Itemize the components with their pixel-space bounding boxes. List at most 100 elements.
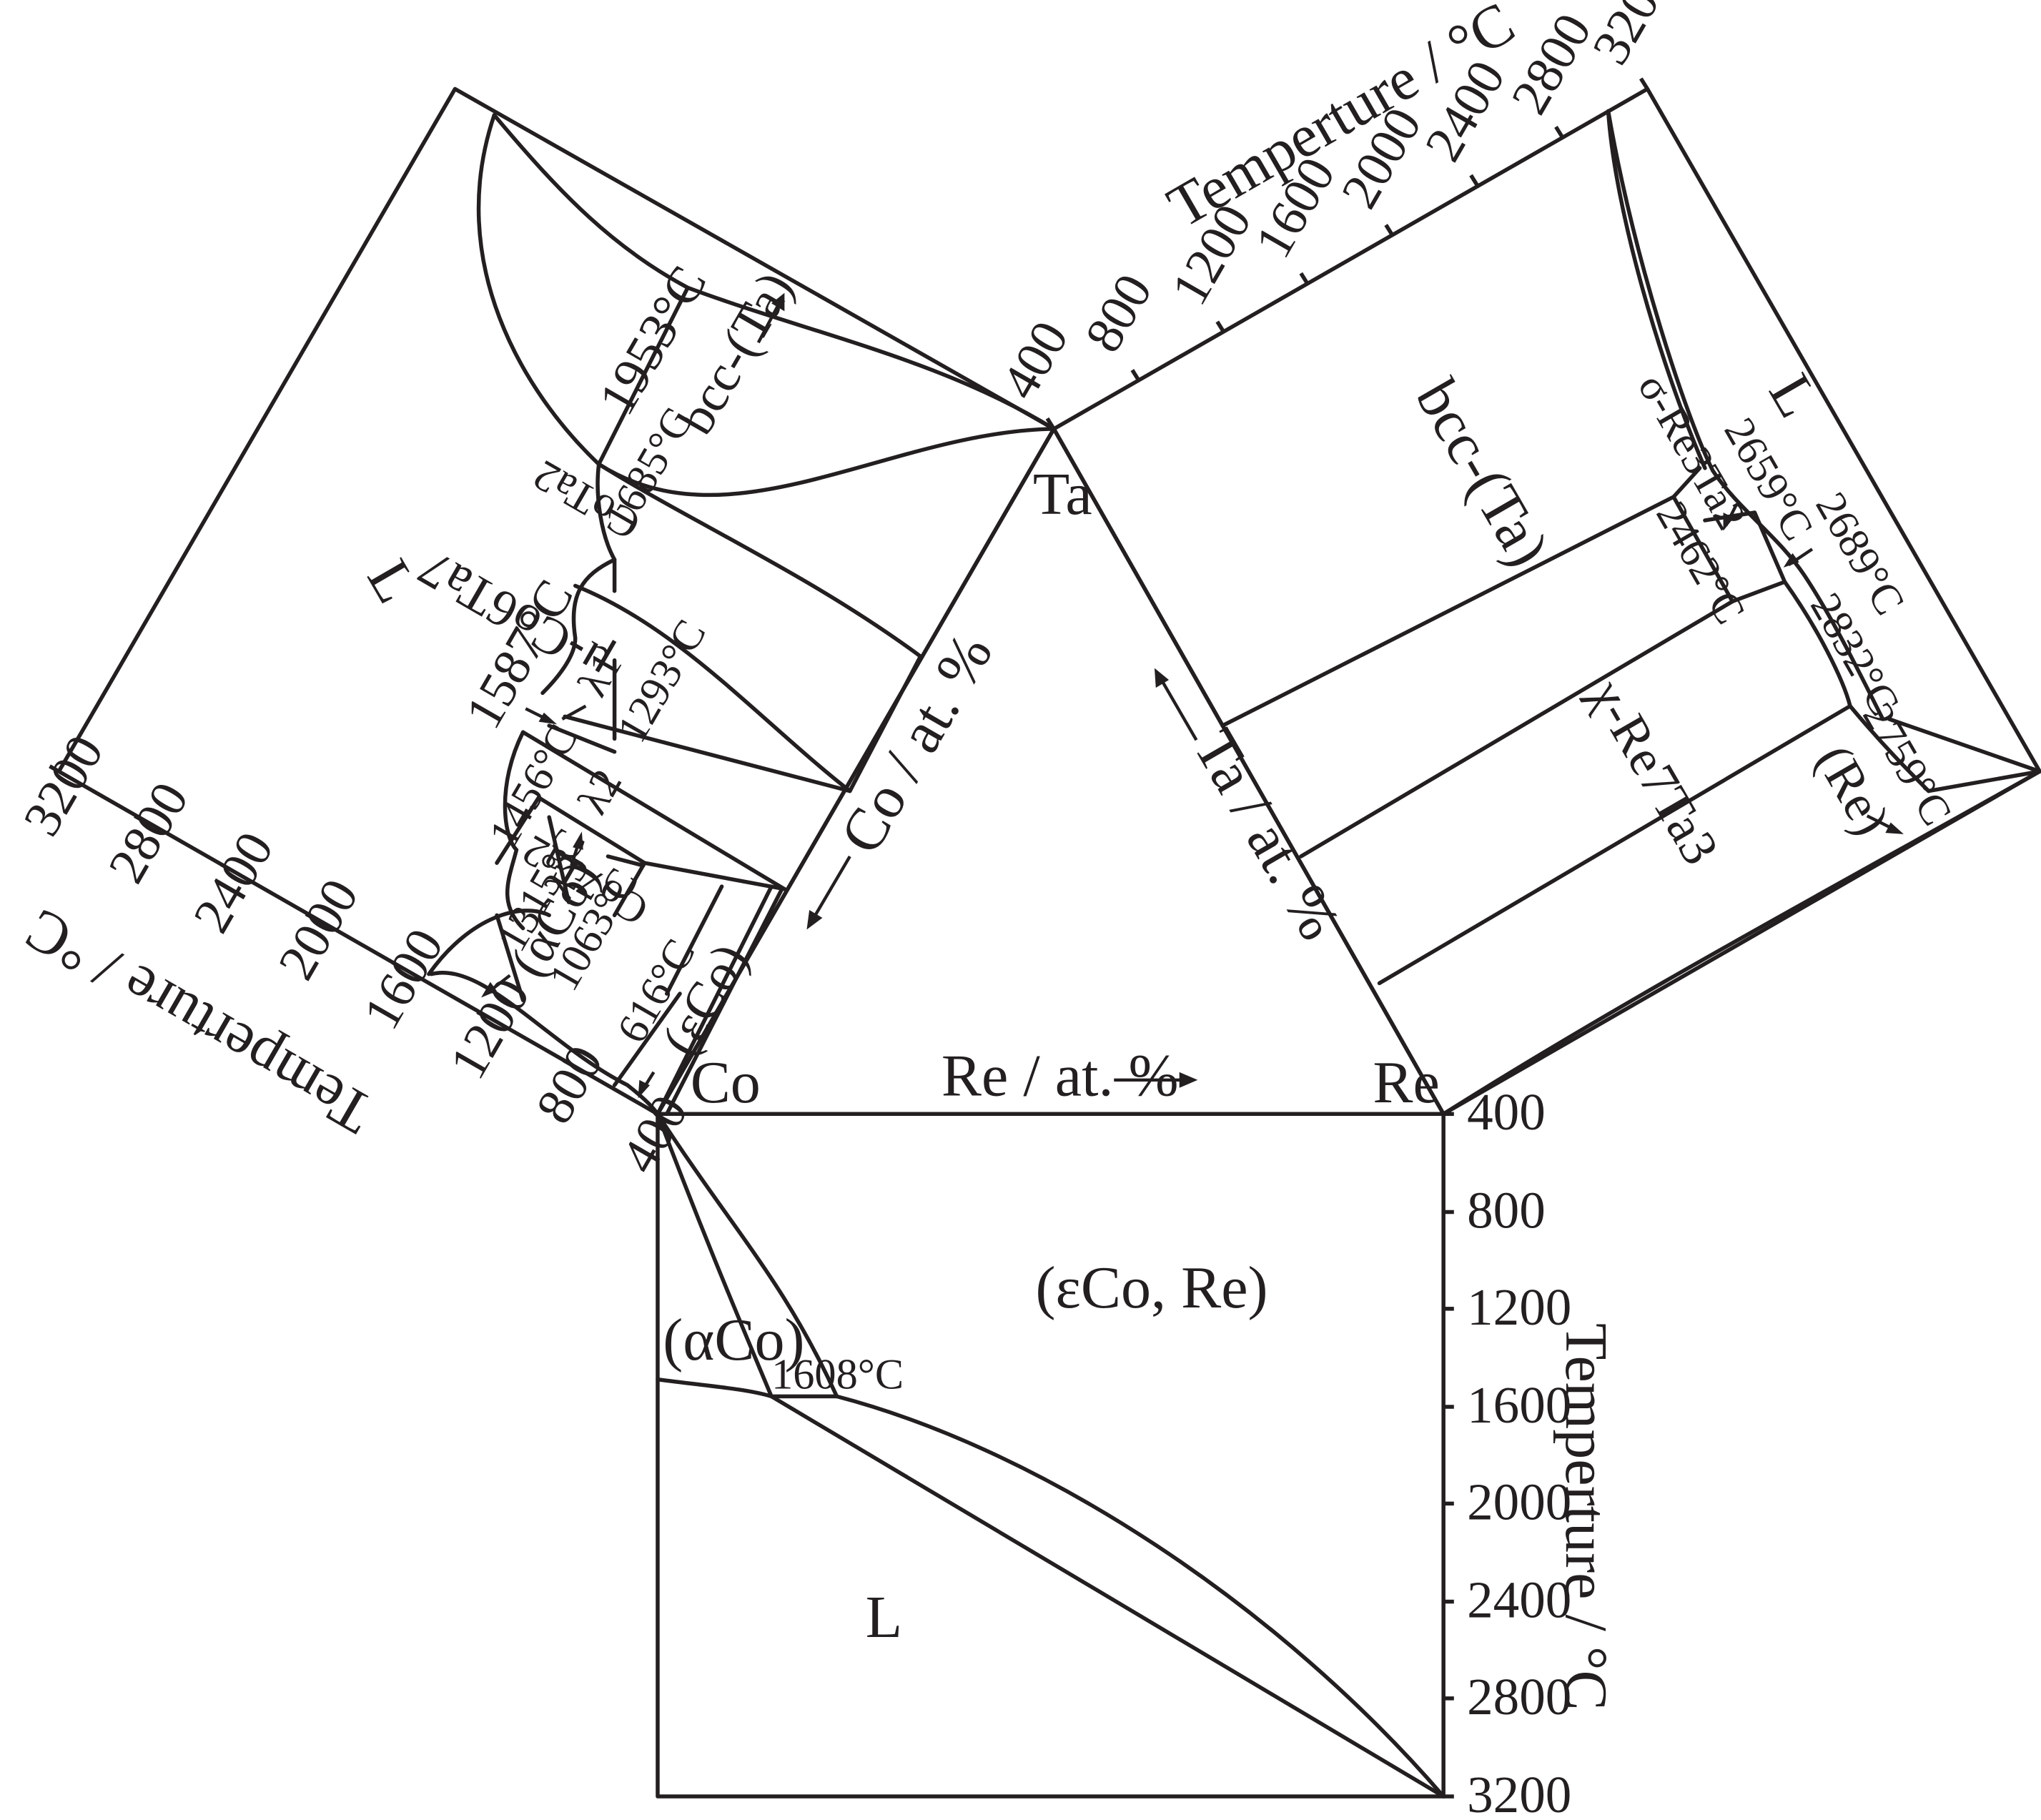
ta-re-phase-diagram xyxy=(1052,86,2041,1117)
bottom-eco-re-label: (εCo, Re) xyxy=(1036,1255,1268,1321)
lambda2-dome xyxy=(503,730,525,931)
lambda1-arrow xyxy=(561,704,587,721)
solidus-bcc-lower xyxy=(596,427,1056,498)
co-re-phase-diagram: (εCo, Re) (αCo) 1608°C L xyxy=(656,1112,1445,1799)
bottom-tick-3200: 3200 xyxy=(1467,1766,1571,1820)
arrows xyxy=(481,292,1904,1099)
lambda3-right xyxy=(606,854,646,868)
re-top xyxy=(1887,717,2041,773)
right-temperature-axis: 400 800 1200 1600 2000 2400 2800 3200 Te… xyxy=(990,0,1684,430)
right-liquid-label: L xyxy=(1756,363,1832,428)
chi-label: χ-Re7Ta3 xyxy=(1578,669,1730,874)
right-tick-400: 400 xyxy=(990,312,1079,409)
lambda1-bottom xyxy=(547,723,617,754)
co-ta-phase-diagram xyxy=(56,86,1056,1117)
co-at-label: Co / at. % xyxy=(828,623,1006,864)
t2659-arrowhead xyxy=(1723,512,1734,531)
re-lower xyxy=(1441,769,2041,1117)
lambda2-label: λ2 xyxy=(568,761,631,822)
right-tick-800: 800 xyxy=(1074,264,1163,362)
re-solvus xyxy=(1926,769,2041,793)
mu-upper xyxy=(573,583,852,793)
bottom-tick-2400: 2400 xyxy=(1467,1571,1571,1628)
ta-axis-arrow xyxy=(1157,673,1198,741)
lambda2-lower xyxy=(536,795,647,865)
left-1293-label: 1293°C xyxy=(608,612,716,751)
bottom-liquid-label: L xyxy=(866,1584,902,1651)
chi-bottom xyxy=(1377,703,1852,986)
lambda2-left xyxy=(495,795,541,865)
lambda1-top xyxy=(563,714,852,793)
ta-re-labels: bcc-(Ta) L σ-Re3Ta2 2659°C 2462°C 2689°C… xyxy=(1403,363,1960,874)
bottom-tick-1200: 1200 xyxy=(1467,1278,1571,1336)
ta-at-label: Ta / at. % xyxy=(1181,719,1353,951)
aco-lower xyxy=(429,971,660,1117)
line-2689 xyxy=(1752,510,1787,584)
bottom-tick-800: 800 xyxy=(1467,1181,1546,1239)
sigma-chi-top xyxy=(1299,599,1735,859)
eco-boundary xyxy=(656,884,774,1117)
right-solidus xyxy=(1606,109,1707,470)
aco-arrowhead xyxy=(481,981,498,998)
right-solidus-b xyxy=(1671,466,1702,499)
liquidus-left xyxy=(476,113,601,467)
eco-boundary-2 xyxy=(665,886,784,1117)
ternary-labels: Ta Co Re Co / at. % Ta / at. % Re / at. … xyxy=(691,461,1440,1116)
bottom-temperature-axis: 400 800 1200 1600 2000 2400 2800 3200 Te… xyxy=(1443,1083,1619,1820)
co-axis-arrowhead xyxy=(806,910,823,930)
left-tick-800: 800 xyxy=(525,1036,614,1133)
co7ta2-top xyxy=(642,861,787,891)
lambda2-top xyxy=(520,730,787,891)
line-1953 xyxy=(596,285,690,467)
line-616 xyxy=(612,991,682,1087)
right-bcc-label: bcc-(Ta) xyxy=(1403,368,1561,577)
t2689-arrowhead xyxy=(1783,553,1799,568)
lambda3-left xyxy=(547,815,571,904)
bottom-aco-boundary xyxy=(656,1377,774,1399)
left-tick-2800: 2800 xyxy=(97,773,199,892)
right-tick-2800: 2800 xyxy=(1500,4,1602,123)
bottom-tick-2000: 2000 xyxy=(1467,1473,1571,1530)
ta-axis-arrowhead xyxy=(1154,668,1170,688)
corner-co: Co xyxy=(691,1049,761,1116)
corner-ta: Ta xyxy=(1033,461,1092,528)
bcc-arrowhead xyxy=(771,292,785,312)
bottom-axis-title: Temperture / °C xyxy=(1553,1323,1619,1711)
left-tick-2000: 2000 xyxy=(267,869,370,989)
left-tick-1600: 1600 xyxy=(352,919,454,1039)
sigma-right xyxy=(1671,495,1735,604)
t1587-arrowhead xyxy=(538,712,558,725)
re-axis-arrowhead xyxy=(1179,1072,1198,1088)
bottom-1608-label: 1608°C xyxy=(771,1350,904,1398)
bottom-solvus-left xyxy=(656,1112,774,1399)
re-at-label: Re / at. % xyxy=(942,1043,1179,1109)
cota2-upper xyxy=(596,462,923,658)
re-phase-arrowhead xyxy=(1885,822,1904,834)
co-axis-arrow xyxy=(809,855,851,924)
lambda3-arrowhead xyxy=(573,831,583,850)
line-2462 xyxy=(1220,495,1676,728)
bottom-solvus-right xyxy=(656,1112,839,1399)
right-liquidus xyxy=(1606,109,1885,721)
bottom-tick-2800: 2800 xyxy=(1467,1668,1571,1726)
aco-dome xyxy=(427,909,551,976)
chi-right xyxy=(1782,580,1852,708)
bottom-tick-400: 400 xyxy=(1467,1083,1546,1141)
cota2-left-dome xyxy=(540,462,617,696)
line-1315 xyxy=(495,913,525,1002)
left-tick-2400: 2400 xyxy=(182,822,285,941)
co-re-frame xyxy=(656,1112,1445,1799)
corner-re: Re xyxy=(1373,1049,1439,1116)
eco-arrowhead xyxy=(638,1079,650,1099)
bottom-solidus xyxy=(769,1394,1445,1799)
right-tick-3200: 3200 xyxy=(1581,0,1684,74)
left-tick-400: 400 xyxy=(610,1086,699,1183)
bottom-aco-label: (αCo) xyxy=(663,1307,804,1373)
co7ta2-right xyxy=(665,884,724,996)
co7ta2-left xyxy=(612,861,647,918)
bottom-tick-1600: 1600 xyxy=(1467,1376,1571,1434)
left-tick-3200: 3200 xyxy=(12,726,114,845)
bottom-liquidus xyxy=(834,1394,1445,1799)
solidus-bcc-upper xyxy=(492,113,1056,431)
